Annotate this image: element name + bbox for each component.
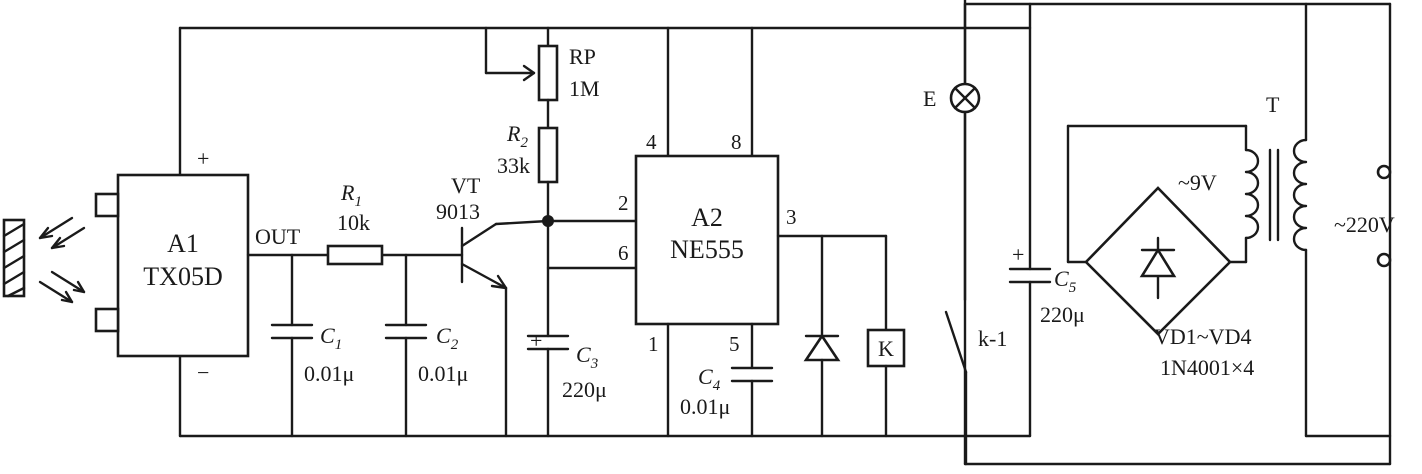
a2-part: NE555: [670, 235, 744, 264]
module-a1: A1 TX05D + − OUT: [94, 146, 301, 385]
ir-emitted-arrows: [38, 216, 86, 250]
capacitor-c4: C4 0.01μ: [680, 364, 774, 438]
mains-voltage: ~220V: [1334, 212, 1395, 237]
r1-value: 10k: [337, 210, 370, 235]
capacitor-c5: + C5 220μ: [1008, 2, 1085, 438]
pin-3-label: 3: [786, 205, 797, 229]
r1-ref: R1: [340, 180, 362, 210]
relay-k: K: [866, 234, 906, 438]
a1-plus: +: [197, 146, 209, 171]
c1-value: 0.01μ: [304, 361, 354, 386]
c3-value: 220μ: [562, 377, 607, 402]
c3-plus: +: [530, 328, 542, 353]
a1-ref: A1: [167, 229, 199, 258]
resistor-r2: R2 33k: [497, 121, 559, 223]
a1-part: TX05D: [143, 262, 222, 291]
pin-6-label: 6: [618, 241, 629, 265]
c4-ref: C4: [698, 364, 721, 394]
capacitor-c1: C1 0.01μ: [270, 253, 354, 438]
c3-ref: C3: [576, 342, 598, 372]
rp-value: 1M: [569, 76, 600, 101]
ground-rail: [178, 354, 1032, 438]
resistor-r1: R1 10k: [326, 180, 384, 266]
bridge-part: 1N4001×4: [1160, 355, 1254, 380]
bridge-rectifier: VD1~VD4 1N4001×4: [1066, 124, 1254, 380]
r2-ref: R2: [506, 121, 528, 151]
c2-ref: C2: [436, 323, 459, 353]
timing-node: [542, 215, 638, 338]
ir-reflected-arrows: [38, 270, 86, 304]
c1-ref: C1: [320, 323, 342, 353]
a1-minus: −: [197, 360, 209, 385]
c5-plus: +: [1012, 242, 1024, 267]
transformer-t: T ~9V: [1178, 2, 1392, 438]
flyback-diode: [803, 234, 841, 438]
pin-2-label: 2: [618, 191, 629, 215]
lamp-ref: E: [923, 86, 936, 111]
vt-ref: VT: [451, 173, 481, 198]
rp-ref: RP: [569, 44, 596, 69]
c2-value: 0.01μ: [418, 361, 468, 386]
capacitor-c3: + C3 220μ: [526, 328, 607, 438]
pin-5-label: 5: [729, 332, 740, 356]
positive-rail: [178, 26, 1032, 177]
switch-ref: k-1: [978, 326, 1007, 351]
mains-terminals: ~220V: [1334, 164, 1395, 268]
ir-emitter-pad: [94, 192, 120, 218]
bridge-ref: VD1~VD4: [1154, 324, 1251, 349]
ir-receiver-pad: [94, 307, 120, 333]
c4-value: 0.01μ: [680, 394, 730, 419]
r2-value: 33k: [497, 153, 530, 178]
potentiometer-rp: RP 1M: [484, 26, 600, 130]
pin-8-label: 8: [731, 130, 742, 154]
a2-ref: A2: [691, 203, 723, 232]
vt-part: 9013: [436, 199, 480, 224]
transistor-vt: VT 9013: [436, 173, 550, 438]
reflector-object: [2, 218, 26, 298]
lamp-e: E: [923, 2, 981, 302]
a1-out-label: OUT: [255, 224, 301, 249]
pin-4-label: 4: [646, 130, 657, 154]
secondary-voltage: ~9V: [1178, 170, 1217, 195]
ic-a2-ne555: A2 NE555 4 8 2 6 3 1 5: [618, 26, 797, 438]
pin-1-label: 1: [648, 332, 659, 356]
transformer-ref: T: [1266, 92, 1280, 117]
c5-value: 220μ: [1040, 302, 1085, 327]
relay-ref: K: [878, 336, 894, 361]
capacitor-c2: C2 0.01μ: [384, 253, 468, 438]
switch-k1: k-1: [944, 310, 1007, 466]
c5-ref: C5: [1054, 266, 1077, 296]
